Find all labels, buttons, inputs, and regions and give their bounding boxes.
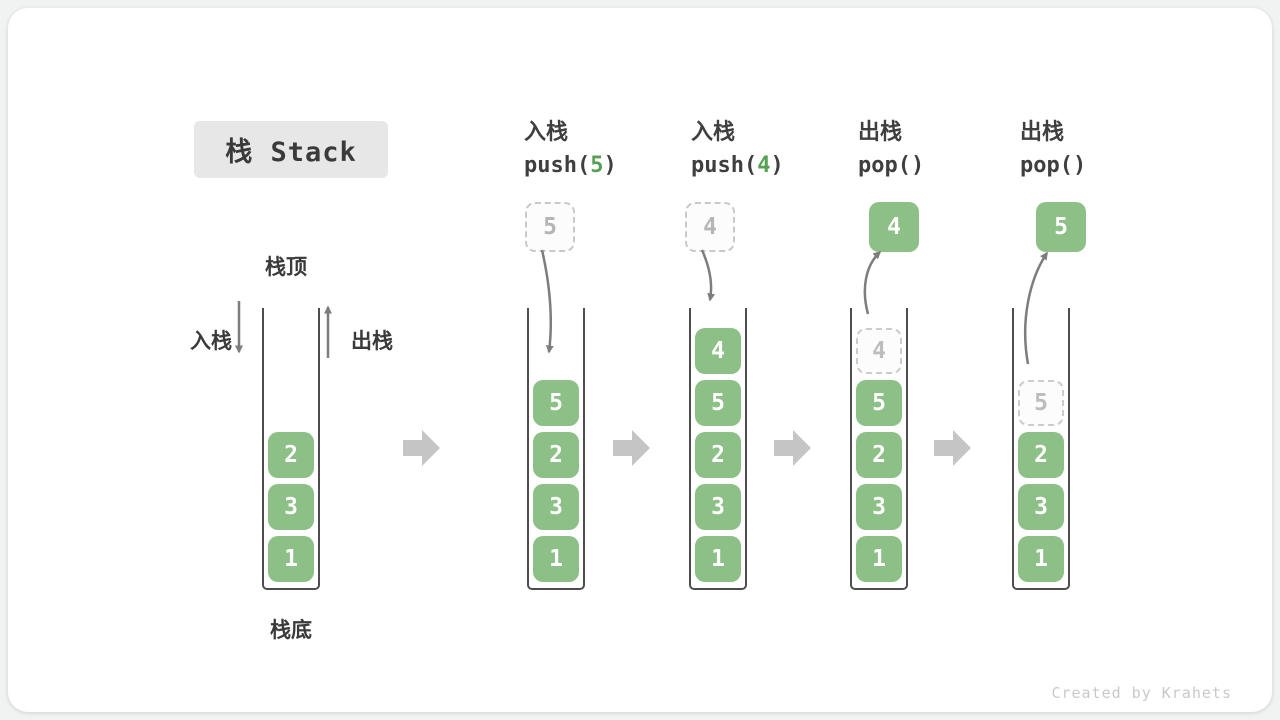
stack-after-push-4: 4 5 2 3 1	[689, 308, 747, 590]
stack-item-value: 2	[549, 442, 563, 468]
stack-item-value: 3	[711, 494, 725, 520]
stack-item-value: 3	[872, 494, 886, 520]
stack-item: 1	[268, 536, 314, 582]
stack-item-value: 2	[284, 442, 298, 468]
op-code-before: push(	[524, 153, 591, 178]
floating-value: 4	[887, 214, 901, 240]
floating-value-push-4: 4	[685, 202, 735, 252]
stack-during-pop-4: 4 5 2 3 1	[850, 308, 908, 590]
op-name: 入栈	[691, 119, 736, 144]
stack-item-value: 1	[872, 546, 886, 572]
floating-value-popped-5: 5	[1036, 202, 1086, 252]
stack-item-value: 2	[711, 442, 725, 468]
stack-item-value: 2	[1034, 442, 1048, 468]
stack-item: 5	[856, 380, 902, 426]
stack-item: 2	[695, 432, 741, 478]
stack-item: 3	[695, 484, 741, 530]
op-code-after: )	[603, 153, 617, 178]
floating-value: 4	[703, 214, 717, 240]
stack-item: 2	[268, 432, 314, 478]
op-code-before: push(	[691, 153, 758, 178]
stack-item-value: 1	[1034, 546, 1048, 572]
diagram-title-box: 栈 Stack	[194, 121, 388, 178]
diagram-card: 栈 Stack 入栈 push(5) 入栈 push(4) 出栈 pop() 出…	[8, 8, 1272, 712]
op-header-push-5: 入栈 push(5)	[524, 114, 684, 178]
stack-item-value: 1	[711, 546, 725, 572]
op-header-pop-1: 出栈 pop()	[858, 114, 1018, 178]
stack-item: 1	[856, 536, 902, 582]
floating-value: 5	[1054, 214, 1068, 240]
stack-item-value: 5	[549, 390, 563, 416]
stack-item-ghost: 5	[1018, 380, 1064, 426]
op-name: 出栈	[858, 119, 903, 144]
op-code-after: )	[770, 153, 784, 178]
stack-item: 3	[1018, 484, 1064, 530]
stack-item: 1	[695, 536, 741, 582]
stack-item: 3	[856, 484, 902, 530]
stack-item-ghost: 4	[856, 328, 902, 374]
label-stack-bottom: 栈底	[270, 619, 312, 642]
floating-value-push-5: 5	[525, 202, 575, 252]
stack-item-value: 5	[1034, 390, 1048, 416]
op-code-after: )	[1072, 153, 1087, 178]
op-code: pop()	[858, 153, 1018, 178]
label-pop-side: 出栈	[351, 330, 393, 353]
stack-item-value: 5	[872, 390, 886, 416]
op-header-pop-2: 出栈 pop()	[1020, 114, 1180, 178]
op-code-after: )	[910, 153, 925, 178]
op-code: push(4)	[691, 153, 851, 178]
stack-item: 3	[268, 484, 314, 530]
floating-value: 5	[543, 214, 557, 240]
stack-item: 2	[856, 432, 902, 478]
stack-item-value: 3	[1034, 494, 1048, 520]
stack-after-push-5: 5 2 3 1	[527, 308, 585, 590]
stack-item: 1	[533, 536, 579, 582]
label-push-side: 入栈	[190, 330, 232, 353]
op-code-arg: 4	[757, 153, 771, 178]
op-code: push(5)	[524, 153, 684, 178]
stack-item: 5	[533, 380, 579, 426]
stack-item: 3	[533, 484, 579, 530]
stack-item-value: 4	[872, 338, 886, 364]
stack-item-value: 4	[711, 338, 725, 364]
op-code-before: pop(	[858, 153, 911, 178]
stack-item: 2	[1018, 432, 1064, 478]
label-stack-top: 栈顶	[265, 256, 307, 279]
stack-item: 5	[695, 380, 741, 426]
floating-value-popped-4: 4	[869, 202, 919, 252]
op-name: 入栈	[524, 119, 569, 144]
op-name: 出栈	[1020, 119, 1065, 144]
stack-item-value: 3	[284, 494, 298, 520]
stack-item-value: 1	[549, 546, 563, 572]
stack-during-pop-5: 5 2 3 1	[1012, 308, 1070, 590]
op-code-before: pop(	[1020, 153, 1073, 178]
stack-item-value: 5	[711, 390, 725, 416]
stack-item: 1	[1018, 536, 1064, 582]
diagram-title: 栈 Stack	[225, 137, 357, 168]
stack-item-value: 3	[549, 494, 563, 520]
stack-item-value: 2	[872, 442, 886, 468]
stack-item-value: 1	[284, 546, 298, 572]
stack-item: 4	[695, 328, 741, 374]
watermark: Created by Krahets	[1051, 684, 1232, 702]
stack-item: 2	[533, 432, 579, 478]
op-header-push-4: 入栈 push(4)	[691, 114, 851, 178]
op-code: pop()	[1020, 153, 1180, 178]
op-code-arg: 5	[590, 153, 604, 178]
stack-initial: 2 3 1	[262, 308, 320, 590]
